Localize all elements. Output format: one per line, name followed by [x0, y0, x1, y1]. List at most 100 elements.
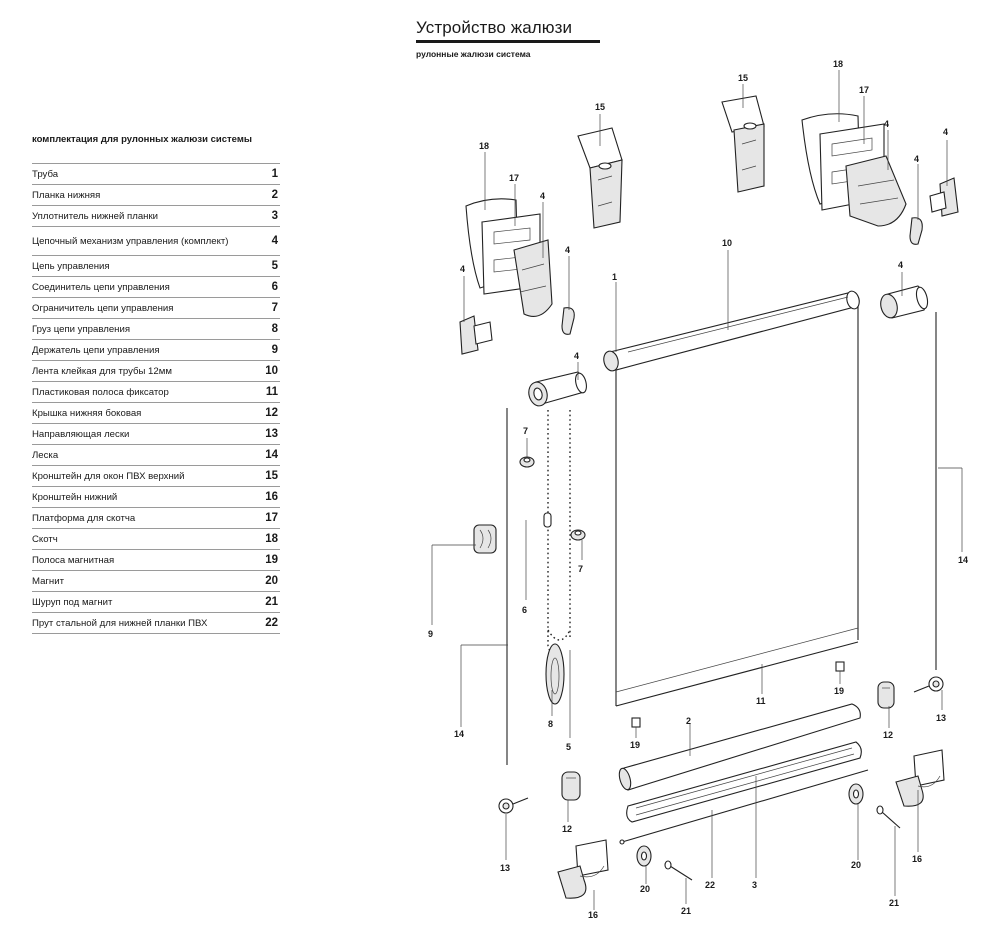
screw-left [664, 860, 693, 881]
part-name: Цепочный механизм управления (комплект) [32, 235, 229, 247]
callout-17: 17 [859, 85, 869, 95]
part-name: Труба [32, 168, 59, 180]
bottom-bar [618, 703, 861, 791]
chain-stopper-2 [570, 529, 586, 541]
magnet-right [848, 783, 864, 805]
part-name: Направляющая лески [32, 428, 130, 440]
callout-4: 4 [914, 154, 919, 164]
callout-9: 9 [428, 629, 433, 639]
part-name: Шуруп под магнит [32, 596, 113, 608]
part-number: 1 [271, 167, 278, 180]
roller-tube [603, 290, 860, 372]
part-number: 2 [271, 188, 278, 201]
parts-row: Полоса магнитная 19 [32, 550, 280, 571]
part-name: Планка нижняя [32, 189, 101, 201]
magnetic-strip-right [835, 661, 845, 672]
callout-17: 17 [509, 173, 519, 183]
side-cap-right [877, 681, 895, 709]
magnetic-strip-left [631, 717, 641, 728]
line-guide-left [498, 797, 529, 814]
part-number: 11 [265, 385, 278, 398]
callout-7: 7 [578, 564, 583, 574]
part-number: 19 [265, 553, 278, 566]
bracket-clip-right [909, 217, 923, 245]
callout-4: 4 [898, 260, 903, 270]
part-number: 13 [265, 427, 278, 440]
callout-15: 15 [595, 102, 605, 112]
title-rule [416, 40, 600, 43]
part-number: 8 [271, 322, 278, 335]
parts-heading: комплектация для рулонных жалюзи системы [32, 134, 252, 145]
callout-18: 18 [479, 141, 489, 151]
part-name: Кронштейн для окон ПВХ верхний [32, 470, 185, 482]
callout-11: 11 [756, 696, 766, 706]
callout-20: 20 [851, 860, 861, 870]
parts-row: Цепочный механизм управления (комплект) 4 [32, 227, 280, 256]
chain-mount-right [929, 177, 959, 217]
callout-3: 3 [752, 880, 757, 890]
part-name: Цепь управления [32, 260, 110, 272]
callout-12: 12 [562, 824, 572, 834]
chain-holder [473, 524, 497, 554]
callout-6: 6 [522, 605, 527, 615]
callout-2: 2 [686, 716, 691, 726]
part-name: Леска [32, 449, 59, 461]
part-number: 16 [265, 490, 278, 503]
parts-row: Труба 1 [32, 164, 280, 185]
parts-row: Соединитель цепи управления 6 [32, 277, 280, 298]
screw-right [876, 805, 901, 829]
part-number: 5 [271, 259, 278, 272]
part-name: Соединитель цепи управления [32, 281, 170, 293]
magnet-left [636, 845, 652, 867]
bottom-bar-seal [626, 741, 862, 823]
lower-bracket-right [895, 749, 945, 807]
callout-21: 21 [681, 906, 691, 916]
part-name: Груз цепи управления [32, 323, 131, 335]
page-title: Устройство жалюзи [416, 18, 573, 37]
part-name: Платформа для скотча [32, 512, 136, 524]
part-name: Полоса магнитная [32, 554, 115, 566]
part-number: 6 [271, 280, 278, 293]
callout-1: 1 [612, 272, 617, 282]
part-name: Уплотнитель нижней планки [32, 210, 159, 222]
part-number: 4 [271, 234, 278, 247]
line-guide-right [913, 676, 944, 693]
parts-row: Планка нижняя 2 [32, 185, 280, 206]
part-name: Пластиковая полоса фиксатор [32, 386, 169, 398]
callout-4: 4 [943, 127, 948, 137]
control-chain [547, 410, 571, 655]
bracket-left [513, 239, 553, 317]
callout-22: 22 [705, 880, 715, 890]
callout-12: 12 [883, 730, 893, 740]
chain-mechanism-left [528, 371, 587, 407]
parts-row: Цепь управления 5 [32, 256, 280, 277]
callout-4: 4 [460, 264, 465, 274]
callout-16: 16 [588, 910, 598, 920]
parts-list: Труба 1 Планка нижняя 2 Уплотнитель нижней… [32, 163, 280, 634]
callout-16: 16 [912, 854, 922, 864]
callout-13: 13 [936, 713, 946, 723]
callout-15: 15 [738, 73, 748, 83]
part-number: 10 [265, 364, 278, 377]
parts-row: Груз цепи управления 8 [32, 319, 280, 340]
callout-18: 18 [833, 59, 843, 69]
pvc-bracket-right [721, 95, 765, 193]
chain-weight [545, 643, 565, 705]
part-number: 12 [265, 406, 278, 419]
part-number: 18 [265, 532, 278, 545]
steel-rod [619, 769, 869, 845]
part-name: Прут стальной для нижней планки ПВХ [32, 617, 208, 629]
callout-5: 5 [566, 742, 571, 752]
bracket-right [845, 155, 907, 227]
callout-10: 10 [722, 238, 732, 248]
part-number: 7 [271, 301, 278, 314]
